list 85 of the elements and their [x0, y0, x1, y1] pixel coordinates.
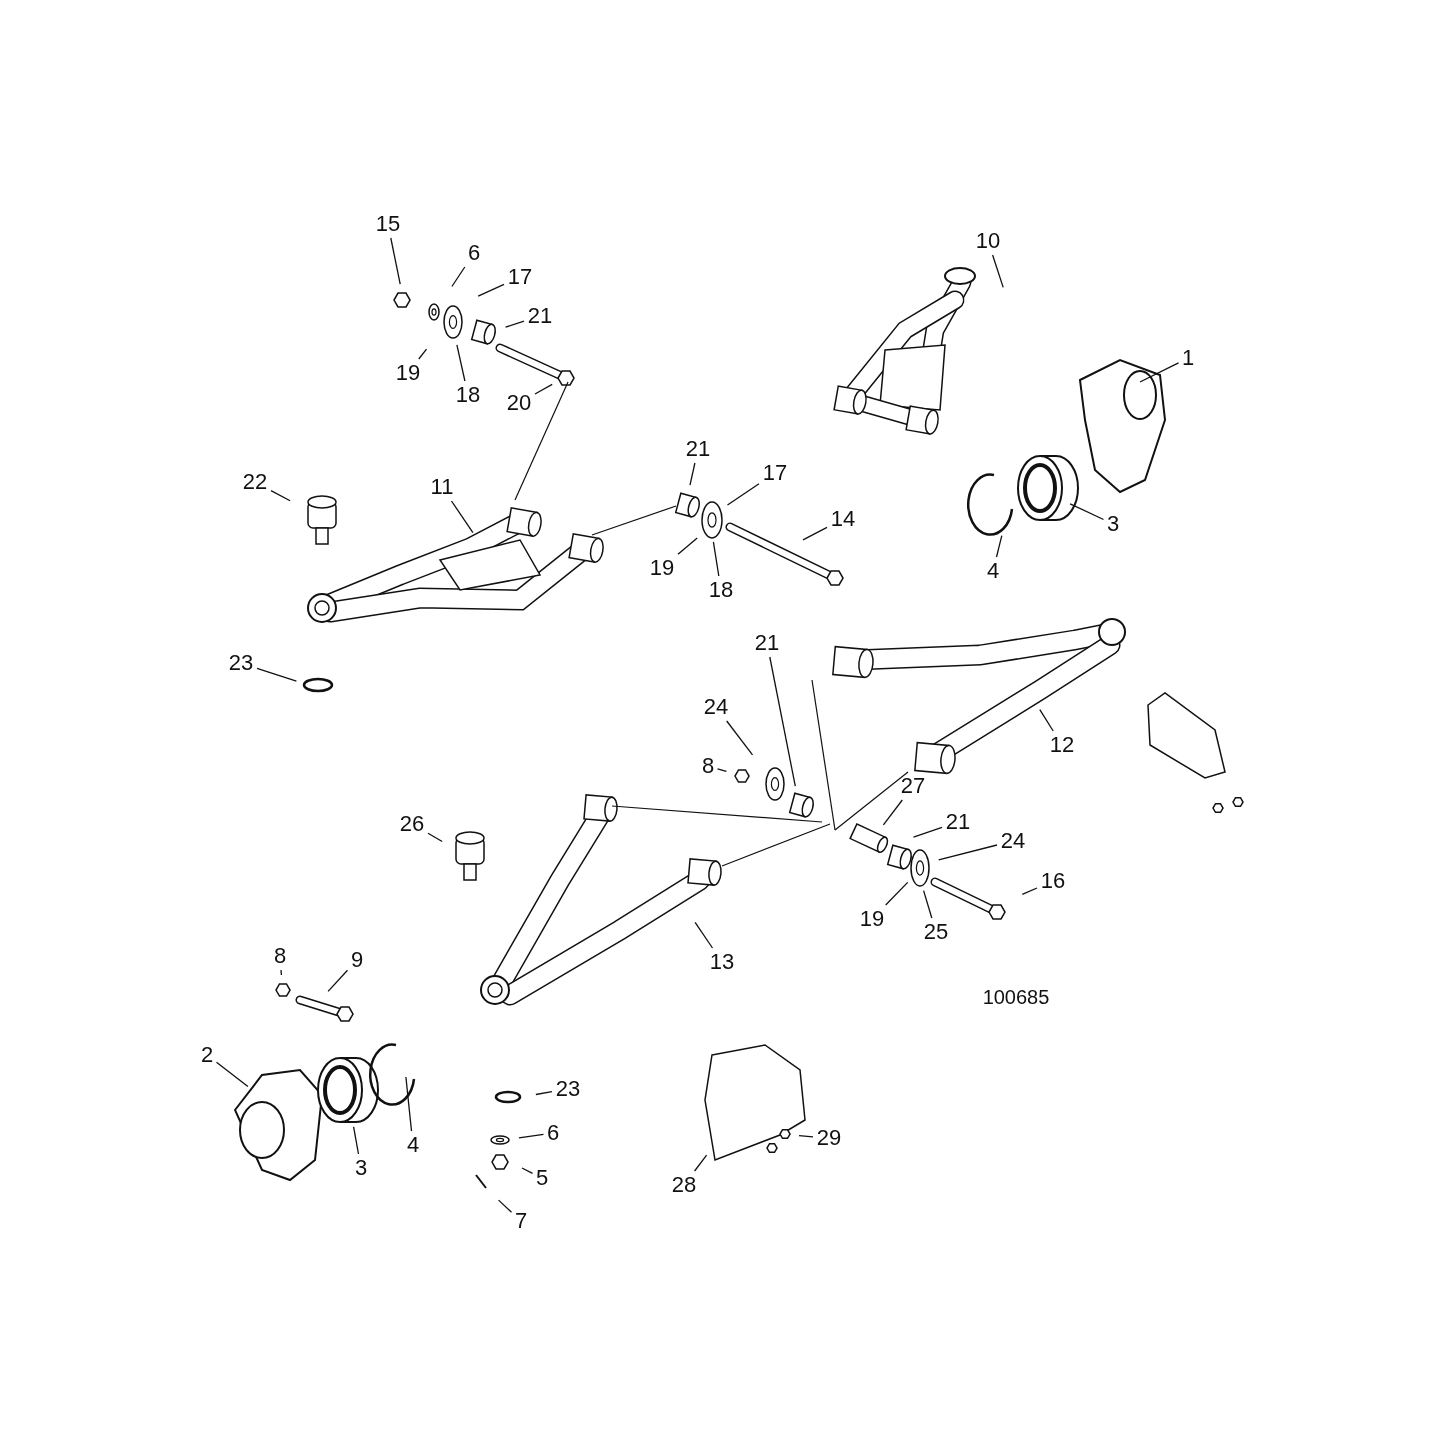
leader-line [991, 254, 1004, 289]
leader-line [215, 1061, 249, 1088]
leader-line [451, 266, 466, 288]
callout-number: 12 [1049, 733, 1075, 757]
callout-number: 17 [507, 265, 533, 289]
leader-line [534, 383, 553, 395]
callout-number: 19 [859, 907, 885, 931]
leader-line [885, 881, 909, 906]
leader-line [769, 656, 796, 787]
callout-number: 1 [1181, 346, 1195, 370]
callout-number: 21 [685, 437, 711, 461]
callout-number: 21 [527, 304, 553, 328]
callout-number: 14 [830, 507, 856, 531]
leader-line [497, 1199, 513, 1213]
leader-line [693, 1154, 708, 1172]
leader-line [427, 832, 443, 843]
leader-line [912, 826, 943, 838]
callout-number: 23 [228, 651, 254, 675]
leader-line [802, 526, 828, 541]
leader-line [390, 237, 401, 285]
callout-number: 24 [1000, 829, 1026, 853]
callout-number: 6 [546, 1121, 560, 1145]
leader-line [798, 1135, 814, 1138]
leader-line [504, 320, 525, 328]
callout-number: 10 [975, 229, 1001, 253]
callout-number: 25 [923, 920, 949, 944]
callout-number: 7 [514, 1209, 528, 1233]
figure-number: 100685 [982, 985, 1050, 1009]
callout-number: 6 [467, 241, 481, 265]
callout-number: 24 [703, 695, 729, 719]
leader-line [535, 1091, 553, 1096]
callout-number: 2 [200, 1043, 214, 1067]
leader-line [689, 462, 696, 486]
callout-number: 3 [354, 1156, 368, 1180]
callout-number: 9 [350, 948, 364, 972]
callout-number: 4 [406, 1133, 420, 1157]
leader-line [450, 500, 474, 534]
callout-number: 29 [816, 1126, 842, 1150]
leader-line [1139, 362, 1180, 383]
leader-line [716, 768, 728, 773]
leader-line [477, 283, 505, 297]
leader-line [726, 720, 754, 756]
callout-number: 8 [701, 754, 715, 778]
callout-number: 13 [709, 950, 735, 974]
callout-number: 17 [762, 461, 788, 485]
leader-line [677, 537, 698, 555]
callout-number: 20 [506, 391, 532, 415]
leader-line [270, 489, 291, 502]
callout-number: 16 [1040, 869, 1066, 893]
leader-line [882, 799, 903, 826]
callout-number: 22 [242, 470, 268, 494]
leader-line [327, 969, 349, 993]
callout-number: 23 [555, 1077, 581, 1101]
leader-line [1021, 887, 1038, 896]
leader-line [256, 667, 298, 682]
leader-line [712, 541, 720, 577]
callout-number: 21 [945, 810, 971, 834]
callout-number: 26 [399, 812, 425, 836]
callout-number: 19 [649, 556, 675, 580]
callout-number: 5 [535, 1166, 549, 1190]
leader-line [938, 844, 998, 861]
leader-line [995, 535, 1003, 558]
callout-number: 3 [1106, 512, 1120, 536]
callout-number: 21 [754, 631, 780, 655]
callout-number: 18 [455, 383, 481, 407]
leader-line [521, 1167, 534, 1174]
callout-number: 18 [708, 578, 734, 602]
callout-number: 19 [395, 361, 421, 385]
callout-number: 28 [671, 1173, 697, 1197]
callout-number: 4 [986, 559, 1000, 583]
leader-line [922, 889, 933, 919]
leader-line [280, 969, 283, 976]
leader-line [726, 483, 760, 506]
leader-line [456, 344, 466, 382]
callout-number: 11 [430, 475, 454, 499]
leader-line [1069, 503, 1105, 521]
leader-line [352, 1126, 360, 1155]
callout-number: 15 [375, 212, 401, 236]
leader-line [405, 1076, 413, 1132]
leader-line [1039, 708, 1054, 732]
callout-number: 27 [900, 774, 926, 798]
leader-line [418, 348, 428, 360]
leader-line [518, 1133, 545, 1139]
callout-number: 8 [273, 944, 287, 968]
leader-line [694, 921, 714, 949]
